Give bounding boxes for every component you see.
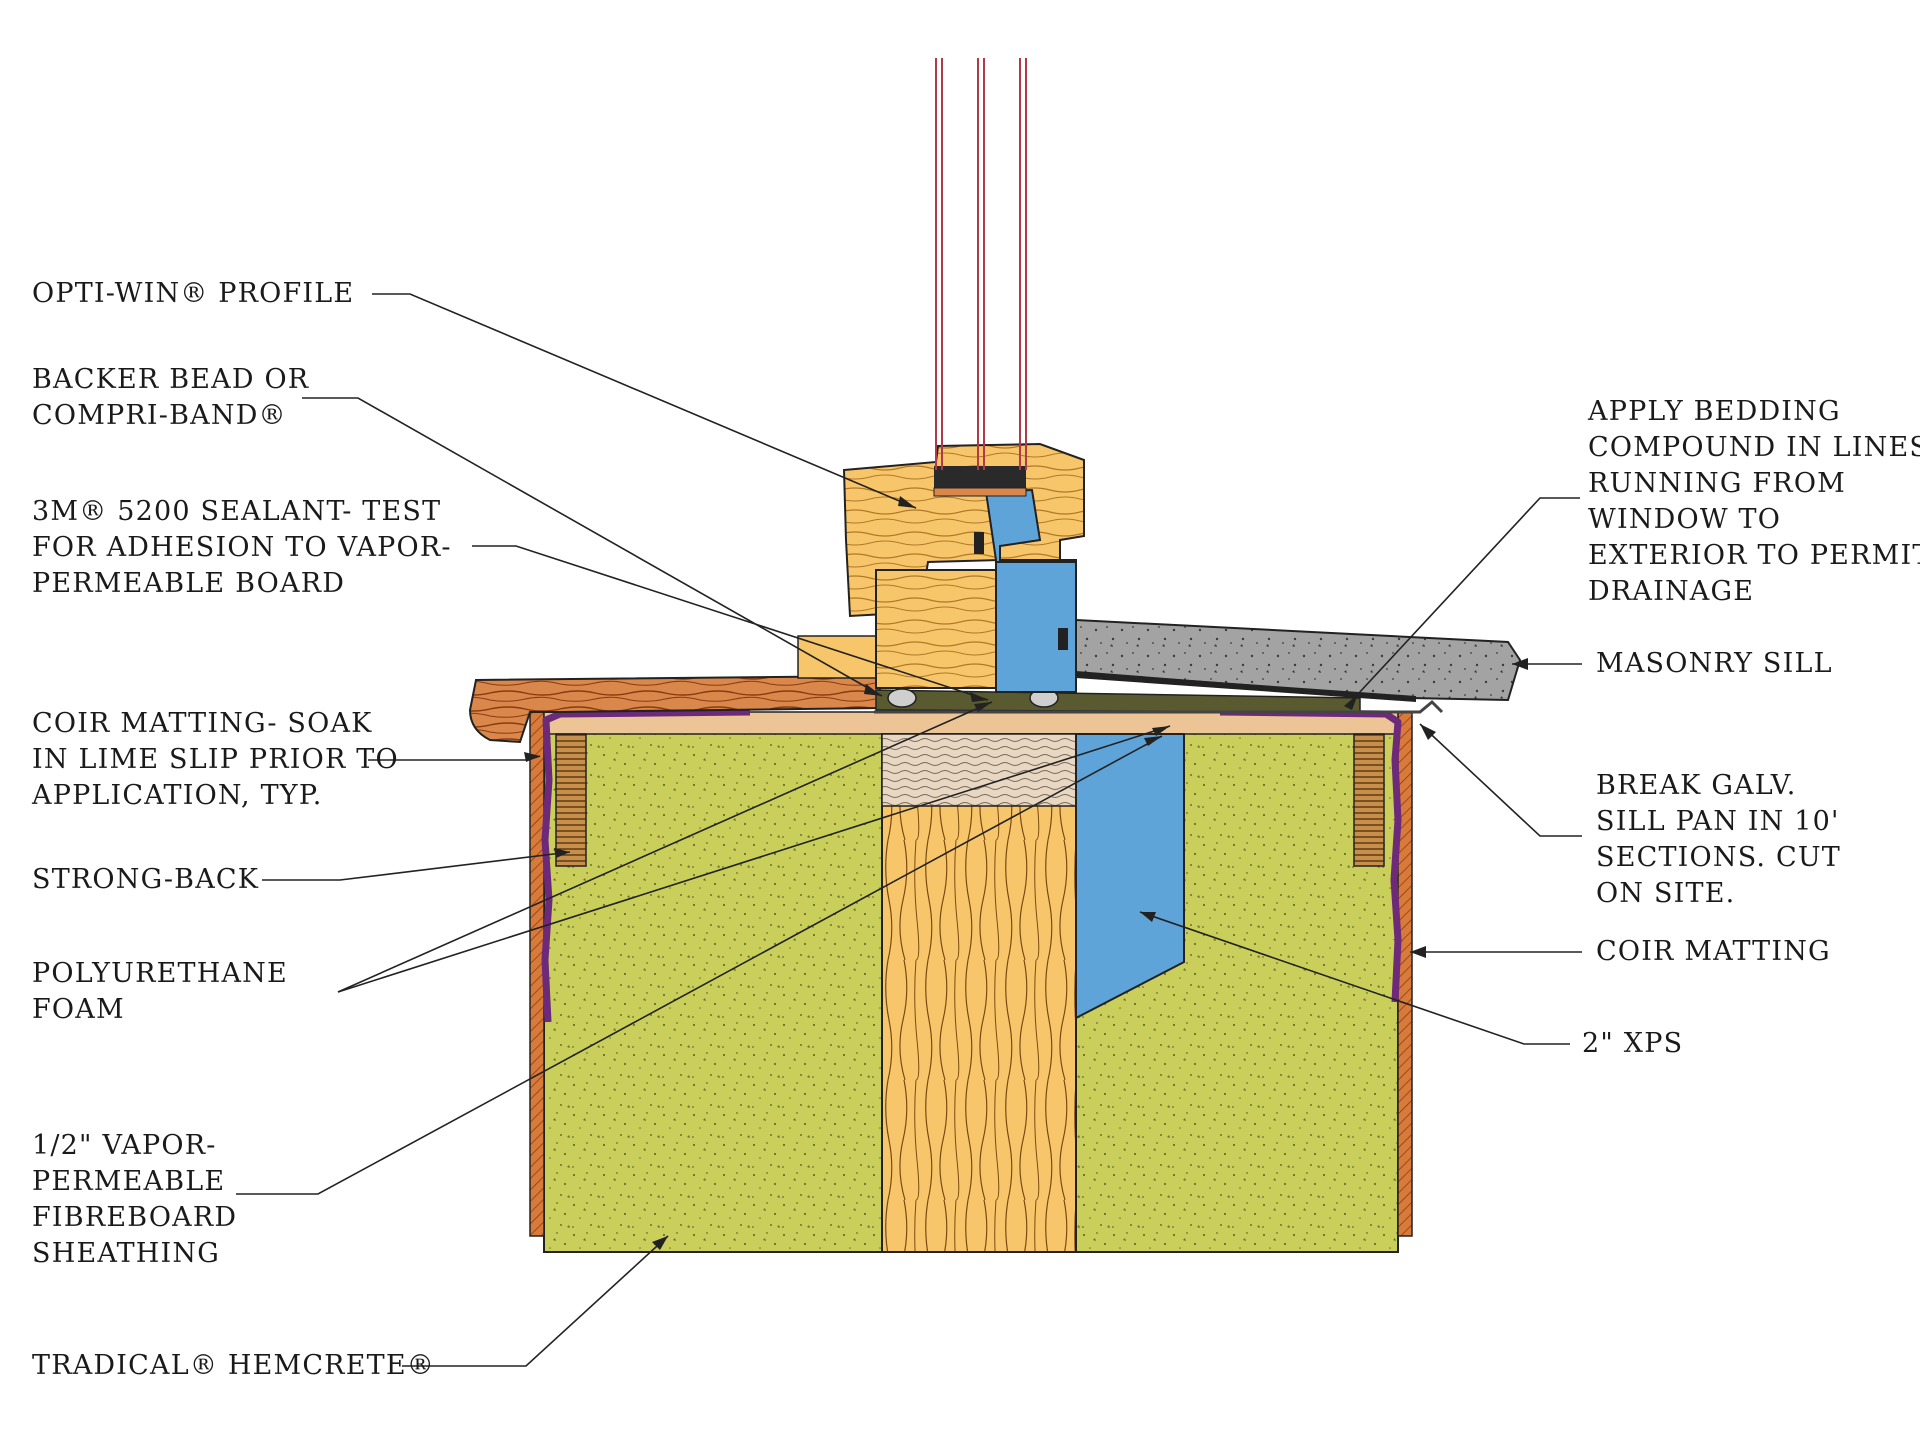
label-strong-back: STRONG-BACK (32, 862, 259, 898)
stud-top-plate (881, 733, 1077, 807)
label-line: POLYURETHANE (32, 958, 288, 989)
label-line: SHEATHING (32, 1238, 220, 1269)
label-backer-bead: BACKER BEAD OR COMPRI-BAND® (32, 362, 309, 434)
label-line: ON SITE. (1596, 878, 1736, 909)
exterior-render-strip (1397, 711, 1413, 1237)
timber-stud (881, 733, 1077, 1253)
label-line: COIR MATTING- SOAK (32, 708, 373, 739)
gasket-2 (1058, 628, 1068, 650)
label-line: APPLICATION, TYP. (32, 780, 323, 811)
label-line: 1/2" VAPOR- (32, 1130, 217, 1161)
label-masonry-sill: MASONRY SILL (1596, 646, 1833, 682)
label-line: COMPRI-BAND® (32, 400, 287, 431)
leader-arrowheads (524, 496, 1528, 1250)
label-line: SILL PAN IN 10' (1596, 806, 1840, 837)
backer-bead (887, 688, 917, 708)
label-line: FIBREBOARD (32, 1202, 238, 1233)
label-opti-win-profile: OPTI-WIN® PROFILE (32, 276, 354, 312)
label-hemcrete: TRADICAL® HEMCRETE® (32, 1348, 435, 1384)
sill-pan (874, 699, 1444, 714)
label-sealant: 3M® 5200 SEALANT- TEST FOR ADHESION TO V… (32, 494, 452, 602)
label-line: WINDOW TO (1588, 504, 1782, 535)
glazing-setting-block (933, 487, 1027, 497)
label-line: DRAINAGE (1588, 576, 1755, 607)
frame-core-lower (995, 561, 1077, 693)
label-coir-matting: COIR MATTING (1596, 934, 1831, 970)
label-line: RUNNING FROM (1588, 468, 1847, 499)
label-line: STRONG-BACK (32, 864, 260, 895)
coir-matting-interior (541, 708, 751, 1023)
label-line: APPLY BEDDING (1588, 396, 1841, 427)
label-line: FOAM (32, 994, 125, 1025)
bedding-compound (875, 689, 1361, 713)
sash-timber (875, 569, 997, 689)
strong-back-exterior (1353, 733, 1385, 867)
label-line: EXTERIOR TO PERMIT (1588, 540, 1920, 571)
gasket (974, 532, 984, 554)
glazing-spacer (934, 466, 1026, 490)
xps-board (1075, 733, 1185, 1020)
label-line: PERMEABLE BOARD (32, 568, 346, 599)
label-coir-matting-soak: COIR MATTING- SOAK IN LIME SLIP PRIOR TO… (32, 706, 399, 814)
label-line: SECTIONS. CUT (1596, 842, 1842, 873)
label-fibreboard-sheathing: 1/2" VAPOR- PERMEABLE FIBREBOARD SHEATHI… (32, 1128, 237, 1272)
coir-matting-exterior (1219, 708, 1402, 1003)
interior-render-strip (529, 711, 545, 1237)
label-line: BACKER BEAD OR (32, 364, 310, 395)
label-line: PERMEABLE (32, 1166, 226, 1197)
label-line: MASONRY SILL (1596, 648, 1833, 679)
strong-back-interior (555, 733, 587, 867)
label-sill-pan: BREAK GALV. SILL PAN IN 10' SECTIONS. CU… (1596, 768, 1841, 912)
label-line: COMPOUND IN LINES (1588, 432, 1920, 463)
label-line: 2" XPS (1582, 1028, 1684, 1059)
label-line: COIR MATTING (1596, 936, 1831, 967)
label-line: OPTI-WIN® PROFILE (32, 278, 355, 309)
label-line: TRADICAL® HEMCRETE® (32, 1350, 435, 1381)
label-line: 3M® 5200 SEALANT- TEST (32, 496, 442, 527)
triple-glazing (935, 58, 1027, 470)
label-xps: 2" XPS (1582, 1026, 1683, 1062)
interior-stool (468, 674, 881, 744)
label-line: BREAK GALV. (1596, 770, 1797, 801)
label-polyurethane-foam: POLYURETHANE FOAM (32, 956, 288, 1028)
label-line: IN LIME SLIP PRIOR TO (32, 744, 399, 775)
label-bedding-compound: APPLY BEDDING COMPOUND IN LINES RUNNING … (1588, 394, 1920, 610)
label-line: FOR ADHESION TO VAPOR- (32, 532, 452, 563)
sill-flashing (1076, 672, 1416, 702)
